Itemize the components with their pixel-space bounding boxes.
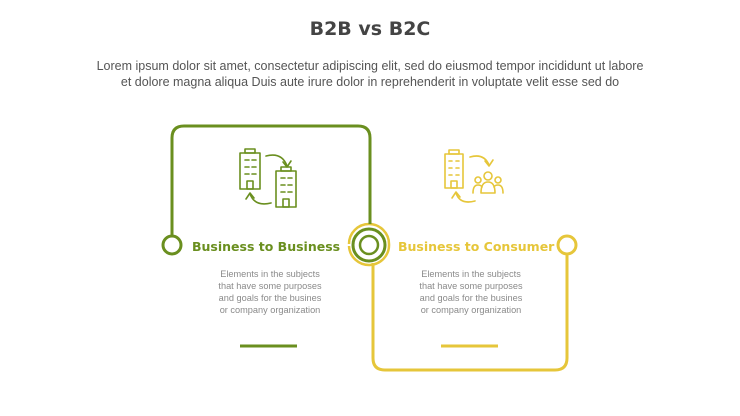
subtitle: Lorem ipsum dolor sit amet, consectetur … bbox=[30, 58, 710, 90]
center-node bbox=[347, 227, 391, 267]
building-to-people-icon bbox=[444, 149, 504, 203]
b2c-heading: Business to Consumer bbox=[398, 239, 555, 254]
subtitle-line-1: Lorem ipsum dolor sit amet, consectetur … bbox=[96, 59, 644, 73]
b2c-desc-line: or company organization bbox=[420, 305, 522, 315]
b2b-heading: Business to Business bbox=[192, 239, 341, 254]
b2c-desc-line: that have some purposes bbox=[419, 281, 523, 291]
b2c-frame bbox=[347, 222, 578, 372]
b2c-desc-line: and goals for the busines bbox=[419, 293, 523, 303]
b2b-desc-line: that have some purposes bbox=[218, 281, 322, 291]
b2c-desc-line: Elements in the subjects bbox=[421, 269, 521, 279]
b2b-desc-line: and goals for the busines bbox=[218, 293, 322, 303]
buildings-exchange-icon bbox=[239, 148, 297, 208]
b2c-description: Elements in the subjects that have some … bbox=[396, 268, 546, 316]
page-title: B2B vs B2C bbox=[309, 18, 431, 40]
subtitle-line-2: et dolore magna aliqua Duis aute irure d… bbox=[120, 75, 620, 89]
b2b-desc-line: or company organization bbox=[219, 305, 321, 315]
b2b-frame bbox=[161, 124, 372, 256]
b2b-desc-line: Elements in the subjects bbox=[220, 269, 320, 279]
b2b-description: Elements in the subjects that have some … bbox=[195, 268, 345, 316]
